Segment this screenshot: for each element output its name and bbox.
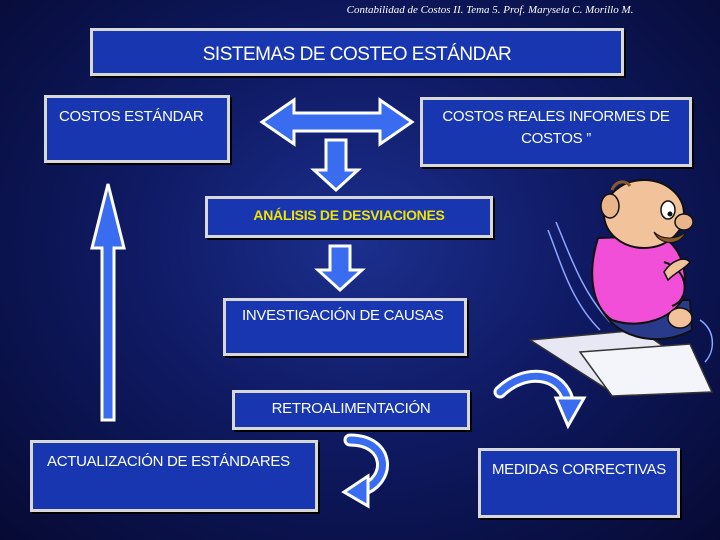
down-arrow-icon (314, 244, 366, 293)
curved-arrow-icon (341, 433, 389, 509)
down-arrow-icon (310, 138, 362, 193)
cartoon-man-illustration (527, 179, 714, 397)
box-costos-estandar: COSTOS ESTÁNDAR (44, 95, 230, 163)
box-medidas-correctivas: MEDIDAS CORRECTIVAS (478, 448, 680, 518)
diagram-title: SISTEMAS DE COSTEO ESTÁNDAR (90, 28, 624, 76)
box-retroalimentacion: RETROALIMENTACIÓN (232, 390, 470, 430)
up-arrow-icon (90, 183, 126, 422)
box-costos-reales: COSTOS REALES INFORMES DE COSTOS ” (420, 97, 692, 167)
box-investigacion-causas: INVESTIGACIÓN DE CAUSAS (223, 298, 467, 356)
curved-arrow-icon (493, 369, 587, 430)
box-analisis-desviaciones: ANÁLISIS DE DESVIACIONES (205, 196, 493, 238)
course-header: Contabilidad de Costos II. Tema 5. Prof.… (346, 4, 634, 16)
box-actualizacion-estandares: ACTUALIZACIÓN DE ESTÁNDARES (30, 440, 318, 512)
double-arrow-icon (259, 97, 415, 147)
